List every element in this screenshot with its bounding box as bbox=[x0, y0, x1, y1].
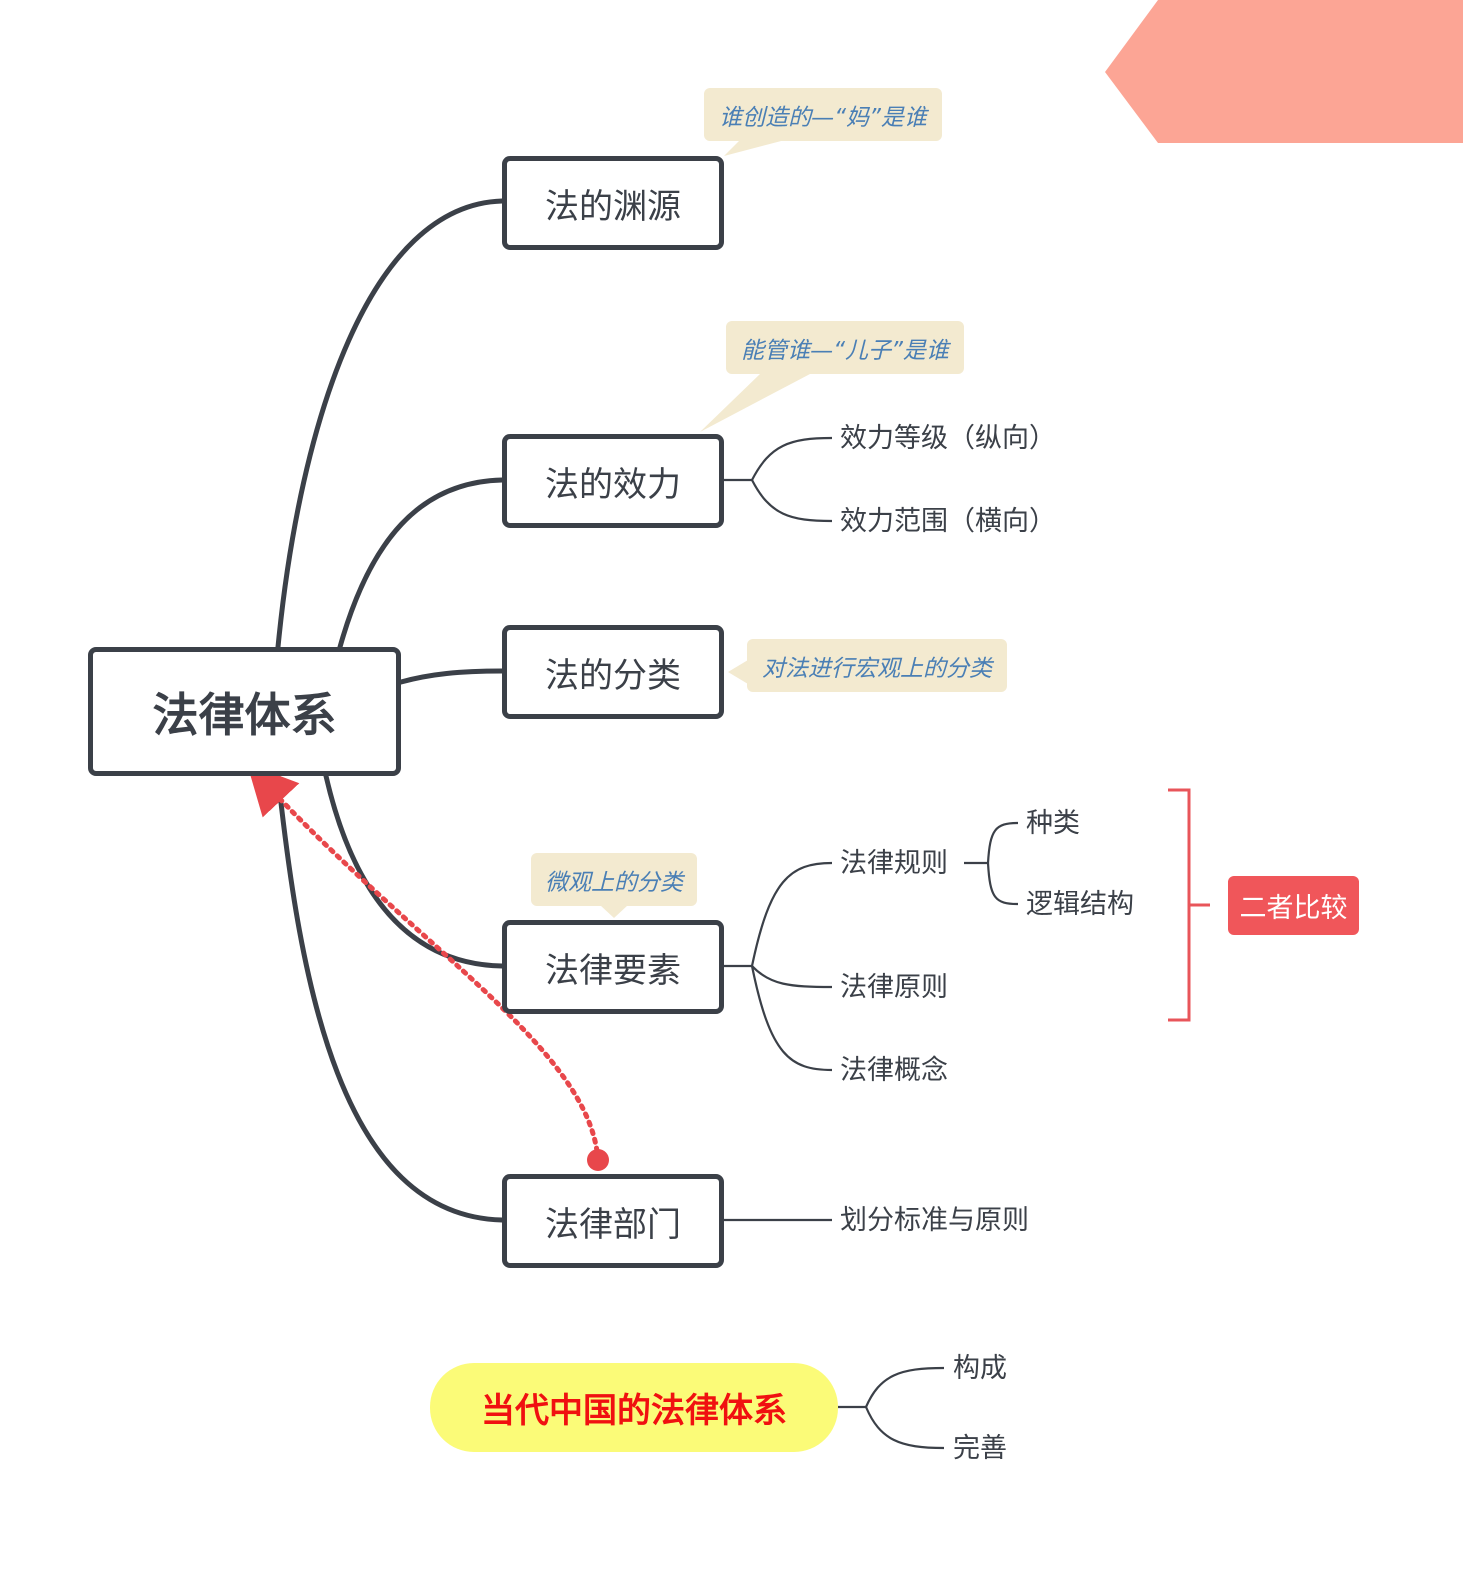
relationship-arrow bbox=[246, 763, 601, 1163]
comparison-label: 二者比较 bbox=[1239, 893, 1348, 924]
topic-classification-of-law[interactable]: 法的分类 bbox=[502, 625, 724, 719]
subtopic-legal-rules[interactable]: 法律规则 bbox=[840, 848, 948, 879]
callout-sources[interactable]: 谁创造的—“妈”是谁 bbox=[704, 88, 942, 141]
relationship-anchor bbox=[587, 1149, 609, 1171]
topic-label: 法律部门 bbox=[545, 1204, 681, 1245]
topic-legal-departments[interactable]: 法律部门 bbox=[502, 1174, 724, 1268]
subtopic-composition[interactable]: 构成 bbox=[953, 1353, 1007, 1384]
subtopic-effect-level[interactable]: 效力等级（纵向） bbox=[840, 423, 1056, 454]
subtopic-legal-principles[interactable]: 法律原则 bbox=[840, 972, 948, 1003]
floating-topic-contemporary-china[interactable]: 当代中国的法律体系 bbox=[430, 1363, 838, 1452]
subtopic-improvement[interactable]: 完善 bbox=[953, 1433, 1007, 1464]
callout-text: 对法进行宏观上的分类 bbox=[762, 655, 992, 682]
topic-sources-of-law[interactable]: 法的渊源 bbox=[502, 156, 724, 250]
corner-decoration bbox=[1105, 0, 1463, 143]
subtopic-division-criteria[interactable]: 划分标准与原则 bbox=[840, 1205, 1029, 1236]
subtopic-rule-types[interactable]: 种类 bbox=[1026, 808, 1080, 839]
callout-classification[interactable]: 对法进行宏观上的分类 bbox=[747, 639, 1007, 692]
subtopic-effect-scope[interactable]: 效力范围（横向） bbox=[840, 506, 1056, 537]
topic-effect-of-law[interactable]: 法的效力 bbox=[502, 434, 724, 528]
topic-legal-elements[interactable]: 法律要素 bbox=[502, 920, 724, 1014]
root-topic-label: 法律体系 bbox=[152, 687, 337, 742]
floating-topic-label: 当代中国的法律体系 bbox=[481, 1391, 787, 1431]
topic-label: 法的渊源 bbox=[545, 186, 681, 227]
root-topic[interactable]: 法律体系 bbox=[88, 647, 401, 776]
subtopic-logical-structure[interactable]: 逻辑结构 bbox=[1026, 889, 1134, 920]
callout-text: 微观上的分类 bbox=[545, 869, 683, 896]
callout-pointers bbox=[600, 140, 810, 918]
topic-label: 法律要素 bbox=[545, 950, 681, 991]
callout-effect[interactable]: 能管谁—“儿子”是谁 bbox=[726, 321, 964, 374]
topic-label: 法的分类 bbox=[545, 655, 681, 696]
comparison-bracket bbox=[1168, 788, 1210, 1022]
topic-label: 法的效力 bbox=[545, 464, 681, 505]
callout-text: 能管谁—“儿子”是谁 bbox=[741, 337, 949, 364]
callout-text: 谁创造的—“妈”是谁 bbox=[719, 104, 927, 131]
subtopic-legal-concepts[interactable]: 法律概念 bbox=[840, 1055, 948, 1086]
callout-elements[interactable]: 微观上的分类 bbox=[531, 853, 697, 906]
child-connectors bbox=[724, 436, 1019, 1450]
comparison-summary[interactable]: 二者比较 bbox=[1228, 876, 1359, 935]
root-connectors bbox=[275, 198, 505, 1223]
